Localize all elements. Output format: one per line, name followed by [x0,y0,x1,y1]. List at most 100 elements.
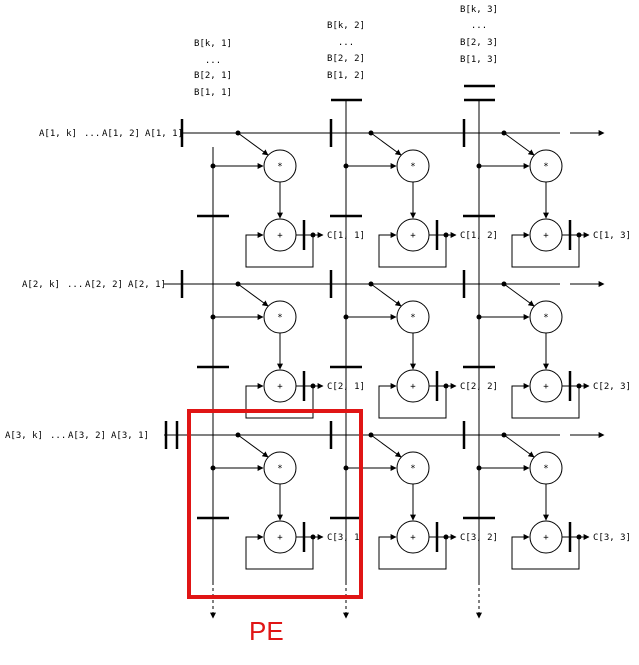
adder-symbol-r3c1: + [277,533,283,543]
adder-node-r3c2 [396,520,430,554]
multiplier-node-r2c1 [263,300,297,334]
adder-symbol-r2c1: + [277,382,283,392]
multiplier-node-r3c3 [529,451,563,485]
a-tap-dot-r1c1 [235,130,241,136]
pe-highlight-box [187,409,363,599]
b-input-label-c3-3: B[2, 3] [460,38,498,48]
multiplier-symbol-r3c3: * [543,464,548,474]
b-input-label-c1-1: B[k, 1] [194,39,232,49]
feedback-wire-r3c3 [511,534,580,570]
b-tap-dot-r1c2 [343,163,349,169]
c-output-label-r1c2: C[1, 2] [460,231,498,241]
out-dot-r1c3 [576,232,582,238]
a-input-label-r3-3: A[3, 2] [68,431,106,441]
b-tap-dot-r2c2 [343,314,349,320]
multiplier-node-r2c2 [396,300,430,334]
adder-symbol-r1c3: + [543,231,549,241]
b-tap-dot-r3c2 [343,465,349,471]
multiplier-symbol-r1c3: * [543,162,548,172]
a-tap-dot-r1c2 [368,130,374,136]
a-tap-dot-r2c1 [235,281,241,287]
adder-node-r3c3 [529,520,563,554]
feedback-wire-r3c1 [245,534,314,570]
feedback-wire-r1c3 [511,232,580,268]
a-tap-dot-r3c1 [235,432,241,438]
multiplier-symbol-r2c3: * [543,313,548,323]
b-tap-dot-r2c3 [476,314,482,320]
c-output-label-r2c2: C[2, 2] [460,382,498,392]
b-tap-dot-r1c3 [476,163,482,169]
pe-label: PE [249,616,284,646]
b-input-label-c1-4: B[1, 1] [194,88,232,98]
c-output-label-r3c1: C[3, 1] [327,533,365,543]
multiplier-node-r1c2 [396,149,430,183]
feedback-wire-r2c1 [245,383,314,419]
diagram-labels: C[1, 1] C[1, 2] C[1, 3] C[2, 1] C[2, 2] C[2, … [5,5,631,543]
multiplier-node-r2c3 [529,300,563,334]
b-input-label-c2-1: B[k, 2] [327,21,365,31]
a-input-label-r1-3: A[1, 2] [102,129,140,139]
c-output-label-r1c1: C[1, 1] [327,231,365,241]
multiplier-symbol-r3c2: * [410,464,415,474]
a-tap-wire-r2c1 [237,283,269,307]
b-input-label-c2-4: B[1, 2] [327,71,365,81]
multiplier-symbol-r2c1: * [277,313,282,323]
c-output-label-r3c2: C[3, 2] [460,533,498,543]
adder-symbol-r1c1: + [277,231,283,241]
a-tap-dot-r3c3 [501,432,507,438]
adder-node-r3c1 [263,520,297,554]
adder-symbol-r3c2: + [410,533,416,543]
b-input-label-c2-2: ... [338,38,354,48]
b-tap-dot-r1c1 [210,163,216,169]
multiplier-node-r1c3 [529,149,563,183]
out-dot-r1c2 [443,232,449,238]
b-input-label-c1-2: ... [205,56,221,66]
b-input-label-c3-2: ... [471,21,487,31]
feedback-wire-r1c2 [378,232,447,268]
out-dot-r2c2 [443,383,449,389]
a-input-label-r1-4: A[1, 1] [145,129,183,139]
feedback-wire-r1c1 [245,232,314,268]
c-output-label-r3c3: C[3, 3] [593,533,631,543]
diagram-wires [164,84,605,619]
c-output-label-r2c3: C[2, 3] [593,382,631,392]
adder-node-r1c3 [529,218,563,252]
a-input-label-r1-2: ... [84,129,100,139]
b-tap-dot-r3c3 [476,465,482,471]
adder-node-r1c1 [263,218,297,252]
multiplier-node-r3c1 [263,451,297,485]
multiplier-symbol-r2c2: * [410,313,415,323]
b-input-label-c1-3: B[2, 1] [194,71,232,81]
diagram-nodes: *+*+*+*+*+*+*+*+*+ [210,130,582,554]
a-tap-dot-r2c3 [501,281,507,287]
adder-symbol-r3c3: + [543,533,549,543]
adder-symbol-r2c3: + [543,382,549,392]
c-output-label-r1c3: C[1, 3] [593,231,631,241]
a-input-label-r3-1: A[3, k] [5,431,43,441]
adder-node-r2c1 [263,369,297,403]
a-tap-wire-r1c2 [370,132,402,156]
a-input-label-r3-2: ... [50,431,66,441]
b-input-label-c3-4: B[1, 3] [460,55,498,65]
multiplier-node-r1c1 [263,149,297,183]
out-dot-r3c3 [576,534,582,540]
a-tap-dot-r2c2 [368,281,374,287]
a-input-label-r2-3: A[2, 2] [85,280,123,290]
adder-node-r2c2 [396,369,430,403]
multiplier-symbol-r3c1: * [277,464,282,474]
multiplier-node-r3c2 [396,451,430,485]
a-input-label-r1-1: A[1, k] [39,129,77,139]
b-input-label-c3-1: B[k, 3] [460,5,498,15]
a-tap-dot-r1c3 [501,130,507,136]
feedback-wire-r3c2 [378,534,447,570]
out-dot-r2c1 [310,383,316,389]
b-tap-dot-r2c1 [210,314,216,320]
b-tap-dot-r3c1 [210,465,216,471]
c-output-label-r2c1: C[2, 1] [327,382,365,392]
a-tap-wire-r1c1 [237,132,269,156]
adder-node-r2c3 [529,369,563,403]
a-input-label-r3-4: A[3, 1] [111,431,149,441]
a-tap-dot-r3c2 [368,432,374,438]
a-tap-wire-r3c1 [237,434,269,458]
